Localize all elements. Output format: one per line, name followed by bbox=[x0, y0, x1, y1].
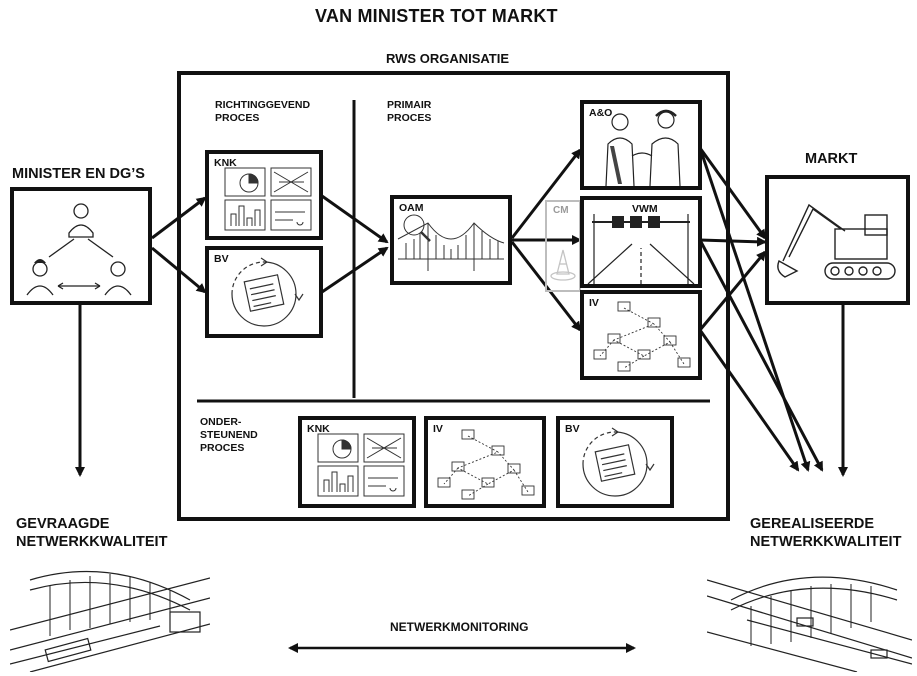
cycle-process-icon bbox=[582, 427, 655, 497]
arrow-iv-gerealiseerd bbox=[698, 329, 800, 472]
vwm-box: VWM bbox=[580, 196, 702, 288]
vwm-box-label: VWM bbox=[632, 203, 658, 215]
bv-box: BV bbox=[205, 246, 323, 338]
minister-box bbox=[10, 187, 152, 305]
knk-box: KNK bbox=[205, 150, 323, 240]
bv-box-label: BV bbox=[214, 253, 229, 265]
cycle-process-icon bbox=[231, 257, 304, 327]
dashboard-icon bbox=[317, 433, 405, 497]
iv-box-label: IV bbox=[589, 297, 599, 309]
support-bv-label: BV bbox=[565, 423, 580, 435]
people-triangle-icon bbox=[26, 203, 132, 296]
diagram-title: VAN MINISTER TOT MARKT bbox=[315, 6, 558, 26]
arrow-minister-bv bbox=[151, 246, 207, 294]
arrow-ao-gerealiseerd bbox=[698, 147, 811, 472]
markt-label: MARKT bbox=[805, 151, 858, 167]
richtinggevend-label: RICHTINGGEVEND PROCES bbox=[215, 99, 311, 124]
cm-box-label: CM bbox=[553, 205, 569, 216]
knk-box-label: KNK bbox=[214, 157, 237, 169]
organisation-title: RWS ORGANISATIE bbox=[386, 51, 510, 66]
network-icon bbox=[437, 429, 535, 500]
support-iv-label: IV bbox=[433, 423, 443, 435]
oam-box: OAM bbox=[390, 195, 512, 285]
arrow-bv-oam bbox=[321, 246, 389, 294]
markt-box bbox=[765, 175, 910, 305]
support-knk-box: KNK bbox=[298, 416, 416, 508]
cm-box: CM bbox=[545, 200, 581, 292]
arrow-iv-markt bbox=[698, 250, 767, 331]
gevraagde-label: GEVRAAGDE NETWERKKWALITEIT bbox=[16, 516, 168, 550]
primair-label: PRIMAIR PROCES bbox=[387, 99, 432, 124]
arrow-knk-oam bbox=[321, 194, 389, 244]
ao-box-label: A&O bbox=[589, 107, 613, 119]
arrow-oam-ao bbox=[510, 148, 582, 239]
viaduct-sketch-icon bbox=[707, 576, 912, 672]
bridge-icon bbox=[397, 214, 505, 271]
iv-box: IV bbox=[580, 290, 702, 380]
handshake-icon bbox=[605, 109, 681, 187]
support-knk-label: KNK bbox=[307, 423, 330, 435]
ao-box: A&O bbox=[580, 100, 702, 190]
arrow-vwm-gerealiseerd bbox=[698, 239, 824, 472]
network-icon bbox=[593, 301, 691, 372]
traffic-cone-icon bbox=[550, 249, 576, 281]
minister-label: MINISTER EN DG’S bbox=[12, 166, 145, 182]
viaduct-sketch-icon bbox=[10, 570, 210, 672]
arrow-minister-knk bbox=[151, 196, 207, 240]
gerealiseerde-label: GEREALISEERDE NETWERKKWALITEIT bbox=[750, 516, 902, 550]
ondersteunend-label: ONDER- STEUNEND PROCES bbox=[200, 416, 258, 454]
gantry-road-icon bbox=[587, 214, 695, 285]
support-bv-box: BV bbox=[556, 416, 674, 508]
netwerkmonitoring-label: NETWERKMONITORING bbox=[390, 620, 529, 634]
oam-box-label: OAM bbox=[399, 202, 424, 214]
support-iv-box: IV bbox=[424, 416, 546, 508]
arrow-ao-markt bbox=[698, 147, 767, 240]
excavator-icon bbox=[777, 203, 896, 280]
dashboard-icon bbox=[224, 167, 312, 231]
